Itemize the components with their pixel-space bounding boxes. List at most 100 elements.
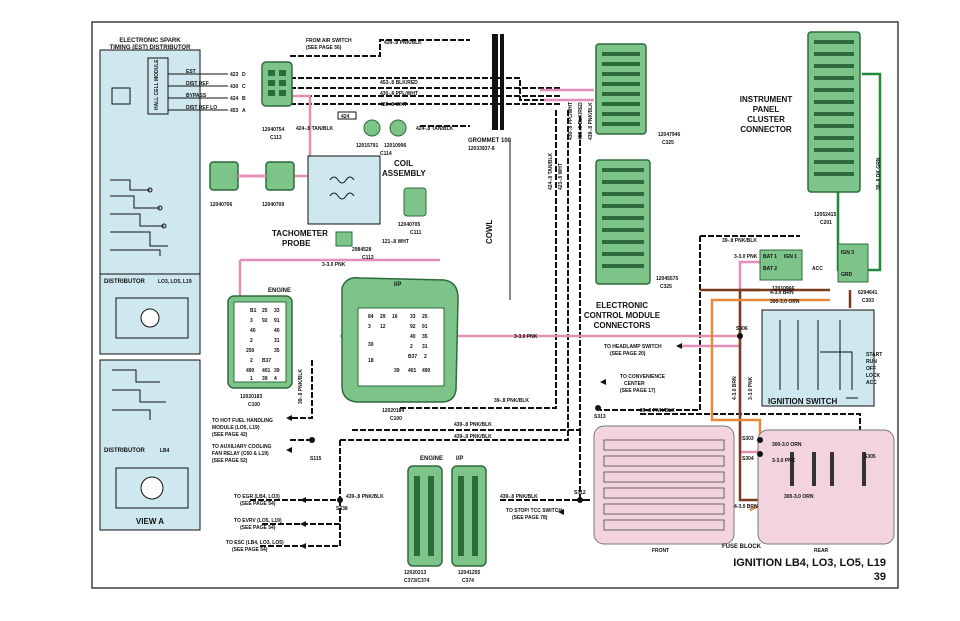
fuse-block-label: FUSE BLOCK <box>722 544 762 550</box>
svg-text:91: 91 <box>422 324 428 330</box>
page-title: IGNITION LB4, LO3, LO5, L19 <box>733 557 886 569</box>
ign-term-acc: ACC <box>812 266 823 272</box>
c113-id: C113 <box>270 135 282 141</box>
cowl-label: COWL <box>485 219 494 244</box>
splice-s303: S303 <box>742 436 754 442</box>
v430-label: 430-.8 PPL/WHT <box>568 102 574 140</box>
w439b-label: 439-.8 PNK/BLK <box>454 422 492 428</box>
ref-conv-1: TO CONVENIENCE <box>620 374 666 380</box>
ref-conv-3: (SEE PAGE 17) <box>620 388 656 394</box>
distributor-lb4-sub: LB4 <box>160 448 170 454</box>
pos-off: OFF <box>866 366 876 372</box>
svg-text:2: 2 <box>424 354 427 360</box>
svg-text:35: 35 <box>274 348 280 354</box>
w121-label: 121-.8 WHT <box>382 239 409 245</box>
w430-label: 430-.8 PPL/WHT <box>380 91 418 97</box>
view-a-label: VIEW A <box>136 517 164 526</box>
coil-assembly-box <box>307 155 381 225</box>
distributor-lo-body <box>115 297 189 339</box>
c113-part: 12040754 <box>262 127 284 133</box>
c374-num: 12041255 <box>458 570 480 576</box>
page-number: 39 <box>874 571 886 583</box>
pin-num-430: 430 <box>230 84 239 90</box>
ign-term-ign1: IGN 1 <box>784 254 797 260</box>
ref-head-2: (SEE PAGE 20) <box>610 351 646 357</box>
tach-num-1: 12040706 <box>210 202 232 208</box>
v439-label: 439-.8 PNK/BLK <box>588 102 594 140</box>
c100b-id: C100 <box>390 416 402 422</box>
w39-8c-label: 39-.8 PNK/BLK <box>640 408 675 414</box>
w424-tag-box <box>337 111 357 120</box>
distributor-lo-sub: LO3, LO5, L19 <box>158 279 192 285</box>
c374-label: I/P <box>456 456 463 462</box>
grommet-bar <box>492 34 498 130</box>
svg-text:40: 40 <box>410 334 416 340</box>
ign-term-bat1: BAT 1 <box>763 254 777 260</box>
outer-frame <box>91 21 899 589</box>
c303-connector-b <box>837 243 869 283</box>
distributor-lb4-label: DISTRIBUTOR <box>104 448 146 454</box>
tach-probe-2: PROBE <box>282 239 311 248</box>
svg-text:25: 25 <box>262 308 268 314</box>
svg-text:40: 40 <box>274 328 280 334</box>
w3-33d-label: 3-3.0 PNK <box>772 458 796 464</box>
fuse-block-front-slots <box>603 439 725 531</box>
w3-33-vert: 3-3.0 PNK <box>748 376 754 400</box>
grommet-bar-2 <box>500 34 504 130</box>
w300a-label: 300-3.0 ORN <box>770 299 800 305</box>
w424-tag: 424 <box>341 114 350 120</box>
fuse-front-label: FRONT <box>652 548 669 554</box>
c100a-label: ENGINE <box>268 288 291 294</box>
distributor-title-2: TIMING (EST) DISTRIBUTOR <box>110 45 192 51</box>
svg-text:33: 33 <box>410 314 416 320</box>
svg-text:490: 490 <box>246 368 255 374</box>
distributor-internal-schematic <box>110 179 168 256</box>
c373-c374-pins <box>414 476 478 556</box>
ref-tcc-2: (SEE PAGE 78) <box>512 515 548 521</box>
splice-s338: S338 <box>336 506 348 512</box>
c325a-id: C325 <box>662 140 674 146</box>
fuse-block-rear-blades <box>790 452 866 486</box>
splice-s304: S304 <box>742 456 754 462</box>
svg-text:33: 33 <box>274 308 280 314</box>
ref-esc-2: (SEE PAGE 54) <box>232 547 268 553</box>
svg-text:92: 92 <box>262 318 268 324</box>
ref-tcc-1: TO STOP/ TCC SWITCH <box>506 508 562 514</box>
w423-label: 423-.8 WHT <box>380 102 407 108</box>
c114-id: C114 <box>380 151 392 157</box>
ref-conv-2: CENTER <box>624 381 645 387</box>
ign-term-bat2: BAT 2 <box>763 266 777 272</box>
air-switch-see: (SEE PAGE 56) <box>306 45 342 51</box>
pin-est: EST <box>186 69 196 75</box>
w439e-label: 439-.8 PNK/BLK <box>500 494 538 500</box>
ignition-switch-schematic <box>779 320 858 399</box>
pin-num-424: 424 <box>230 96 239 102</box>
hall-cell-module-label: HALL CELL MODULE <box>154 59 160 110</box>
black-wire-bundle <box>248 39 861 547</box>
w453-label: 453-.8 BLK/RED <box>380 80 418 86</box>
pin-letter-a: A <box>242 108 246 114</box>
c303-part1: 12010966 <box>772 286 794 292</box>
svg-text:39: 39 <box>262 376 268 382</box>
ref-egr-1: TO EGR (LB4, LO3) <box>234 494 280 500</box>
svg-text:2: 2 <box>250 358 253 364</box>
c114-num: 12010996 <box>384 143 406 149</box>
svg-text:40: 40 <box>250 328 256 334</box>
distributor-lb4-schematic <box>112 369 166 420</box>
svg-text:3: 3 <box>250 318 253 324</box>
ref-evrv-1: TO EVRV (LO5, L19) <box>234 518 282 524</box>
svg-text:B37: B37 <box>262 358 271 364</box>
ipc-label-3: CLUSTER <box>747 115 785 124</box>
ref-aux-2: FAN RELAY (C60 & L19) <box>212 451 269 457</box>
v453-label: 453-.8 BLK/RED <box>578 102 584 140</box>
svg-text:401: 401 <box>262 368 271 374</box>
svg-text:29: 29 <box>380 314 386 320</box>
c325a-num: 12047946 <box>658 132 680 138</box>
grommet-label: GROMMET 100 <box>468 138 512 144</box>
w300c-label: 300-3.0 ORN <box>784 494 814 500</box>
splice-s312: S312 <box>574 490 586 496</box>
coil-title-1: COIL <box>394 159 413 168</box>
w300b-label: 300-3.0 ORN <box>772 442 802 448</box>
pin-num-453: 453 <box>230 108 239 114</box>
splice-s305: S305 <box>864 454 876 460</box>
